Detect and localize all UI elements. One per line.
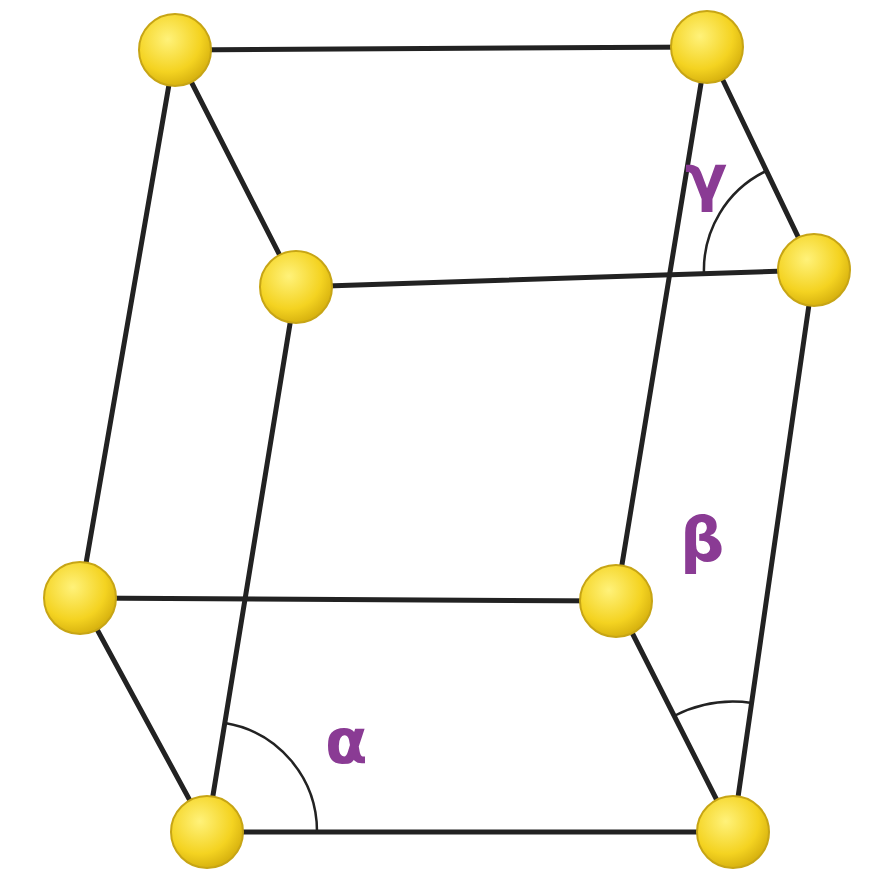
lattice-points bbox=[44, 11, 850, 868]
angle-label: γ bbox=[685, 147, 727, 209]
angle-label: α bbox=[325, 711, 368, 773]
angle-label: β bbox=[680, 509, 724, 571]
cell-edges bbox=[80, 47, 814, 832]
angle-arcs bbox=[225, 171, 766, 832]
